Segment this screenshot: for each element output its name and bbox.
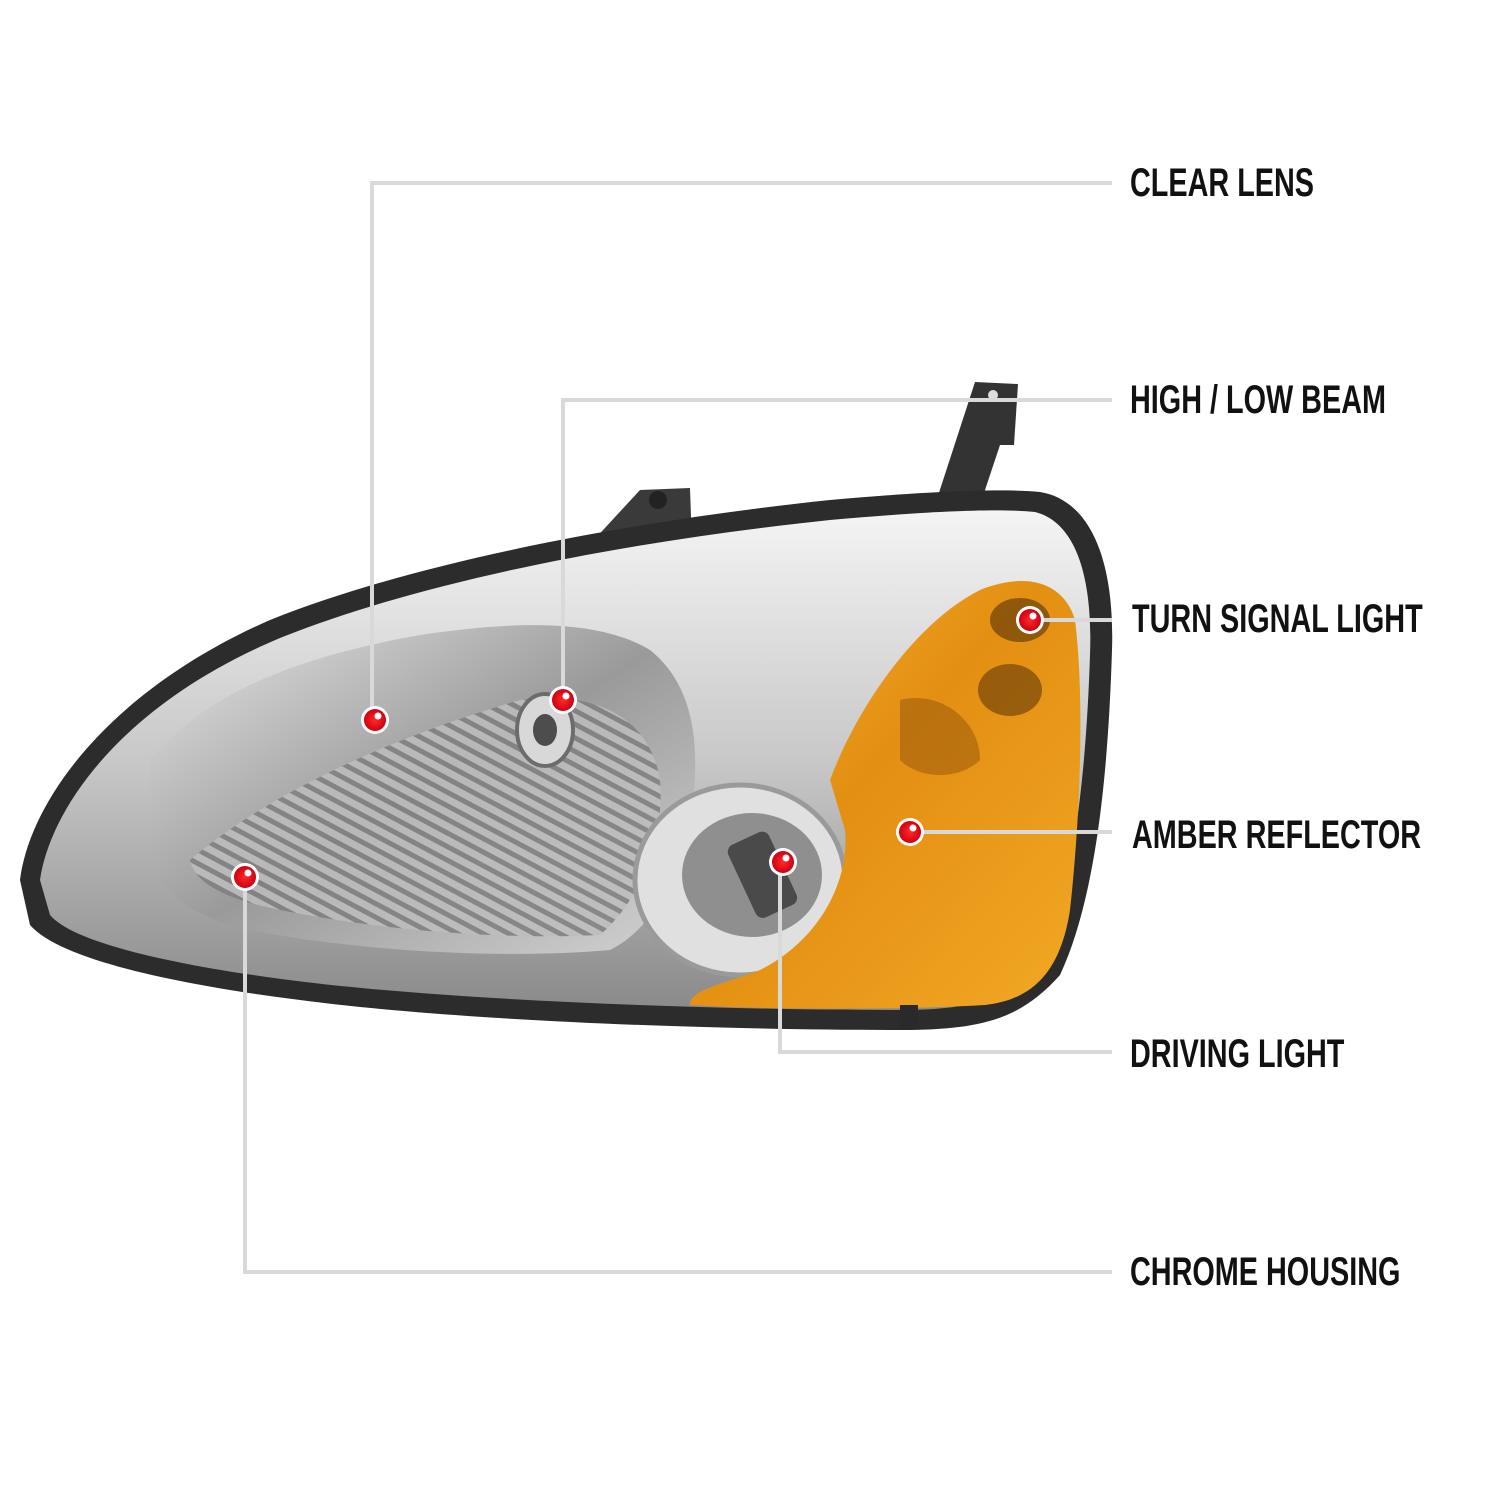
leader-line-driving-light bbox=[778, 862, 1112, 1054]
label-chrome-housing: CHROME HOUSING bbox=[1130, 1250, 1401, 1294]
leader-lines bbox=[243, 181, 1112, 1274]
marker-chrome-housing-icon bbox=[231, 863, 259, 891]
callout-markers bbox=[231, 606, 1044, 891]
label-amber-reflector: AMBER REFLECTOR bbox=[1132, 813, 1422, 857]
marker-turn-signal-light-icon bbox=[1016, 606, 1044, 634]
label-high-low-beam: HIGH / LOW BEAM bbox=[1130, 378, 1386, 422]
marker-driving-light-icon bbox=[769, 848, 797, 876]
leader-line-chrome-housing bbox=[243, 877, 1112, 1274]
marker-amber-reflector-icon bbox=[896, 818, 924, 846]
label-turn-signal-light: TURN SIGNAL LIGHT bbox=[1132, 597, 1423, 641]
marker-high-low-beam-icon bbox=[549, 686, 577, 714]
label-driving-light: DRIVING LIGHT bbox=[1130, 1032, 1345, 1076]
label-clear-lens: CLEAR LENS bbox=[1130, 161, 1315, 205]
leader-line-high-low-beam bbox=[561, 398, 1112, 700]
bottom-clip bbox=[900, 1005, 918, 1029]
mounting-tab-right bbox=[935, 382, 1018, 505]
marker-clear-lens-icon bbox=[361, 706, 389, 734]
leader-line-clear-lens bbox=[370, 181, 1112, 720]
